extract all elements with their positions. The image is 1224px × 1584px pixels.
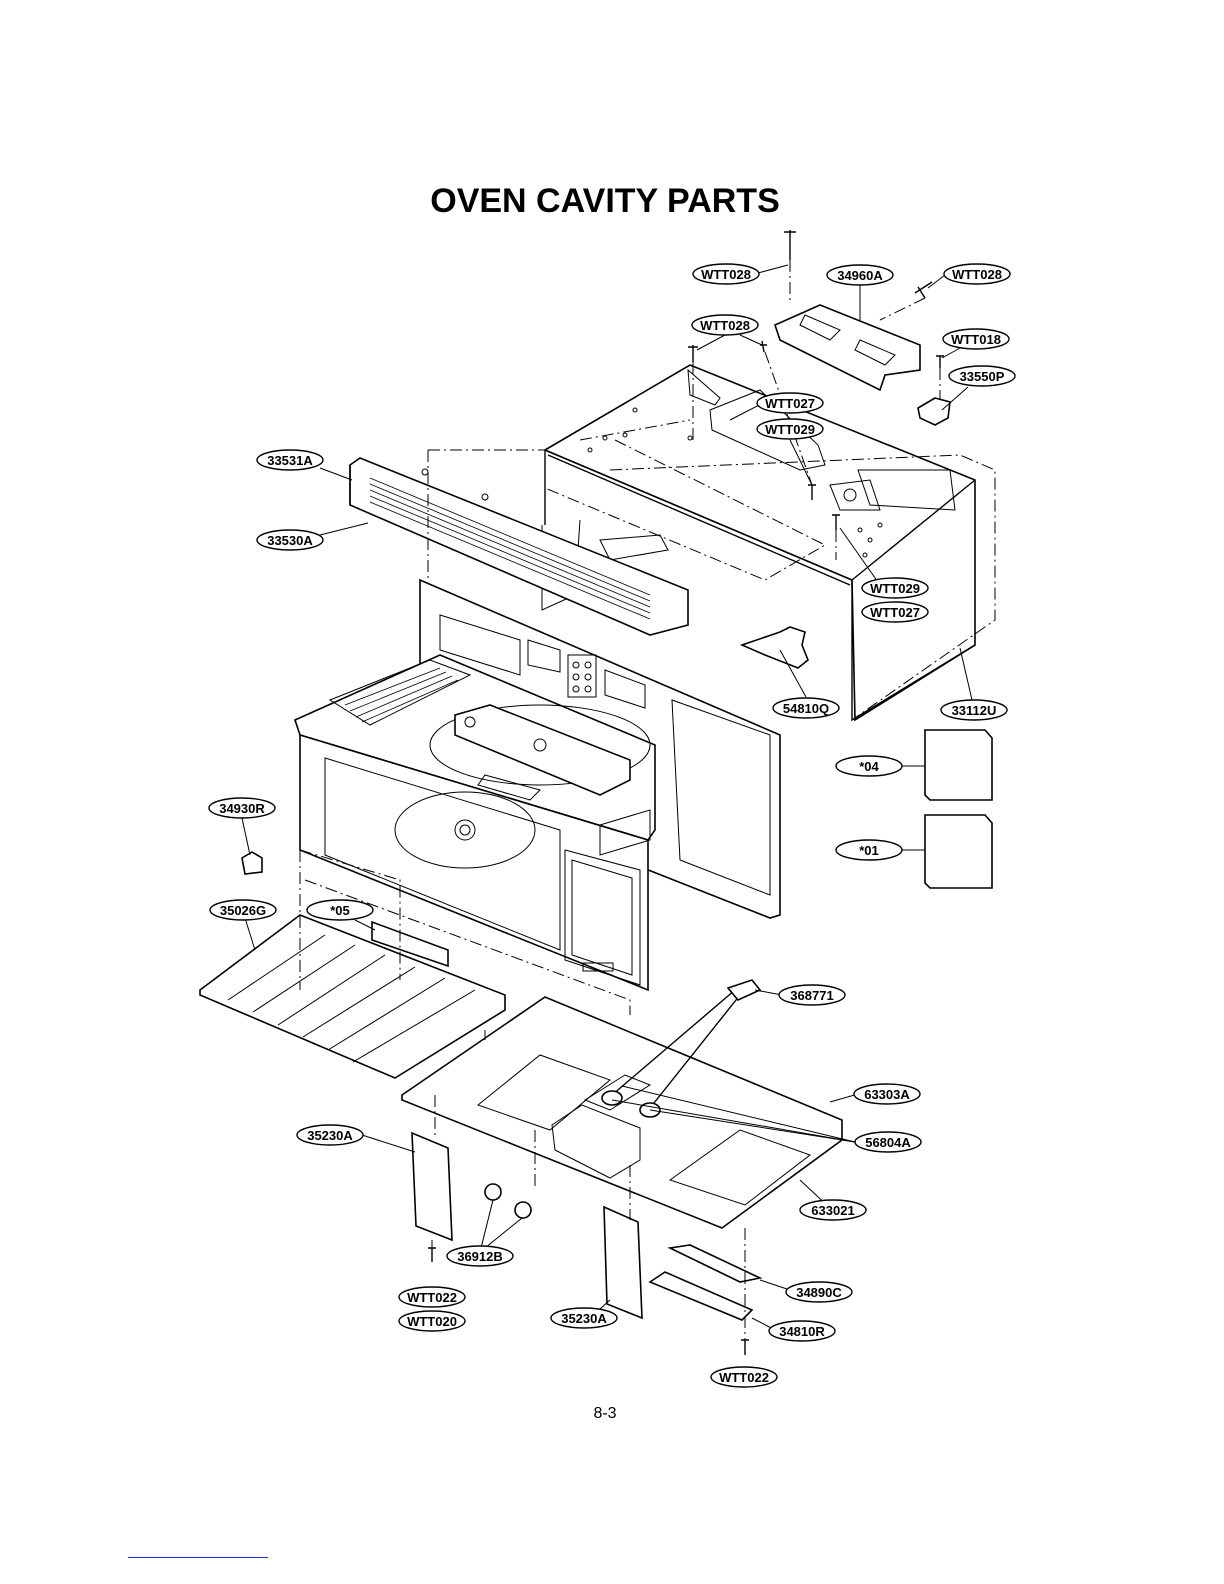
lamp-cover-34890c (670, 1245, 760, 1282)
label-04: *04 (836, 756, 902, 776)
svg-text:63303A: 63303A (864, 1087, 910, 1102)
label-35230a-left: 35230A (297, 1125, 363, 1145)
sheet-04 (925, 730, 992, 800)
svg-text:33531A: 33531A (267, 453, 313, 468)
lamp-2 (515, 1202, 531, 1218)
label-wtt022-bottom: WTT022 (711, 1367, 777, 1387)
svg-text:*05: *05 (330, 903, 350, 918)
label-05: *05 (307, 900, 373, 920)
svg-text:WTT028: WTT028 (700, 318, 750, 333)
label-wtt018: WTT018 (943, 329, 1009, 349)
label-63303a: 63303A (854, 1084, 920, 1104)
filter-bottom (604, 1207, 642, 1318)
svg-text:WTT022: WTT022 (719, 1370, 769, 1385)
svg-text:WTT029: WTT029 (870, 581, 920, 596)
svg-text:54810Q: 54810Q (783, 701, 829, 716)
svg-text:WTT020: WTT020 (407, 1314, 457, 1329)
svg-text:WTT018: WTT018 (951, 332, 1001, 347)
svg-text:56804A: 56804A (865, 1135, 911, 1150)
label-34930r: 34930R (209, 798, 275, 818)
label-56804a: 56804A (855, 1132, 921, 1152)
label-34810r: 34810R (769, 1321, 835, 1341)
shelf-rack (200, 915, 505, 1078)
svg-text:*01: *01 (859, 843, 879, 858)
svg-text:33112U: 33112U (952, 703, 997, 718)
top-bracket (775, 305, 920, 390)
svg-text:WTT027: WTT027 (870, 605, 920, 620)
label-54810q: 54810Q (773, 698, 839, 718)
label-wtt027-top: WTT027 (757, 393, 823, 413)
label-35026g: 35026G (210, 900, 276, 920)
sheet-01 (925, 815, 992, 888)
label-wtt029-right: WTT029 (862, 578, 928, 598)
label-36912b: 36912B (447, 1246, 513, 1266)
svg-text:368771: 368771 (790, 988, 833, 1003)
svg-text:WTT027: WTT027 (765, 396, 815, 411)
label-34890c: 34890C (786, 1282, 852, 1302)
svg-text:35230A: 35230A (307, 1128, 353, 1143)
svg-text:WTT028: WTT028 (701, 267, 751, 282)
svg-text:33530A: 33530A (267, 533, 313, 548)
label-33530a: 33530A (257, 530, 323, 550)
label-wtt027-right: WTT027 (862, 602, 928, 622)
svg-text:WTT022: WTT022 (407, 1290, 457, 1305)
svg-text:*04: *04 (859, 759, 879, 774)
svg-text:WTT029: WTT029 (765, 422, 815, 437)
label-33112u: 33112U (941, 700, 1007, 720)
label-wtt028-top-right: WTT028 (944, 264, 1010, 284)
svg-text:34930R: 34930R (219, 801, 265, 816)
svg-text:WTT028: WTT028 (952, 267, 1002, 282)
label-01: *01 (836, 840, 902, 860)
label-35230a-bottom: 35230A (551, 1308, 617, 1328)
label-wtt028-mid: WTT028 (692, 315, 758, 335)
label-wtt028-top-left: WTT028 (693, 264, 759, 284)
bracket-54810q (742, 627, 808, 668)
svg-text:33550P: 33550P (960, 369, 1005, 384)
bracket-33550p (918, 398, 950, 425)
footer-rule (128, 1557, 268, 1558)
label-33531a: 33531A (257, 450, 323, 470)
label-633021: 633021 (800, 1200, 866, 1220)
lamp-1 (485, 1184, 501, 1200)
page-number: 8-3 (0, 1405, 1210, 1423)
svg-text:34960A: 34960A (837, 268, 883, 283)
svg-text:35230A: 35230A (561, 1311, 607, 1326)
svg-text:36912B: 36912B (457, 1249, 503, 1264)
bracket-34930r (242, 852, 262, 874)
label-368771: 368771 (779, 985, 845, 1005)
filter-left (412, 1133, 452, 1240)
svg-text:35026G: 35026G (220, 903, 266, 918)
svg-text:34810R: 34810R (779, 1324, 825, 1339)
svg-text:633021: 633021 (811, 1203, 854, 1218)
oven-cavity (295, 580, 780, 990)
label-34960a: 34960A (827, 265, 893, 285)
label-wtt029-top: WTT029 (757, 419, 823, 439)
label-33550p: 33550P (949, 366, 1015, 386)
svg-text:34890C: 34890C (796, 1285, 842, 1300)
label-wtt020: WTT020 (399, 1311, 465, 1331)
label-wtt022-left: WTT022 (399, 1287, 465, 1307)
